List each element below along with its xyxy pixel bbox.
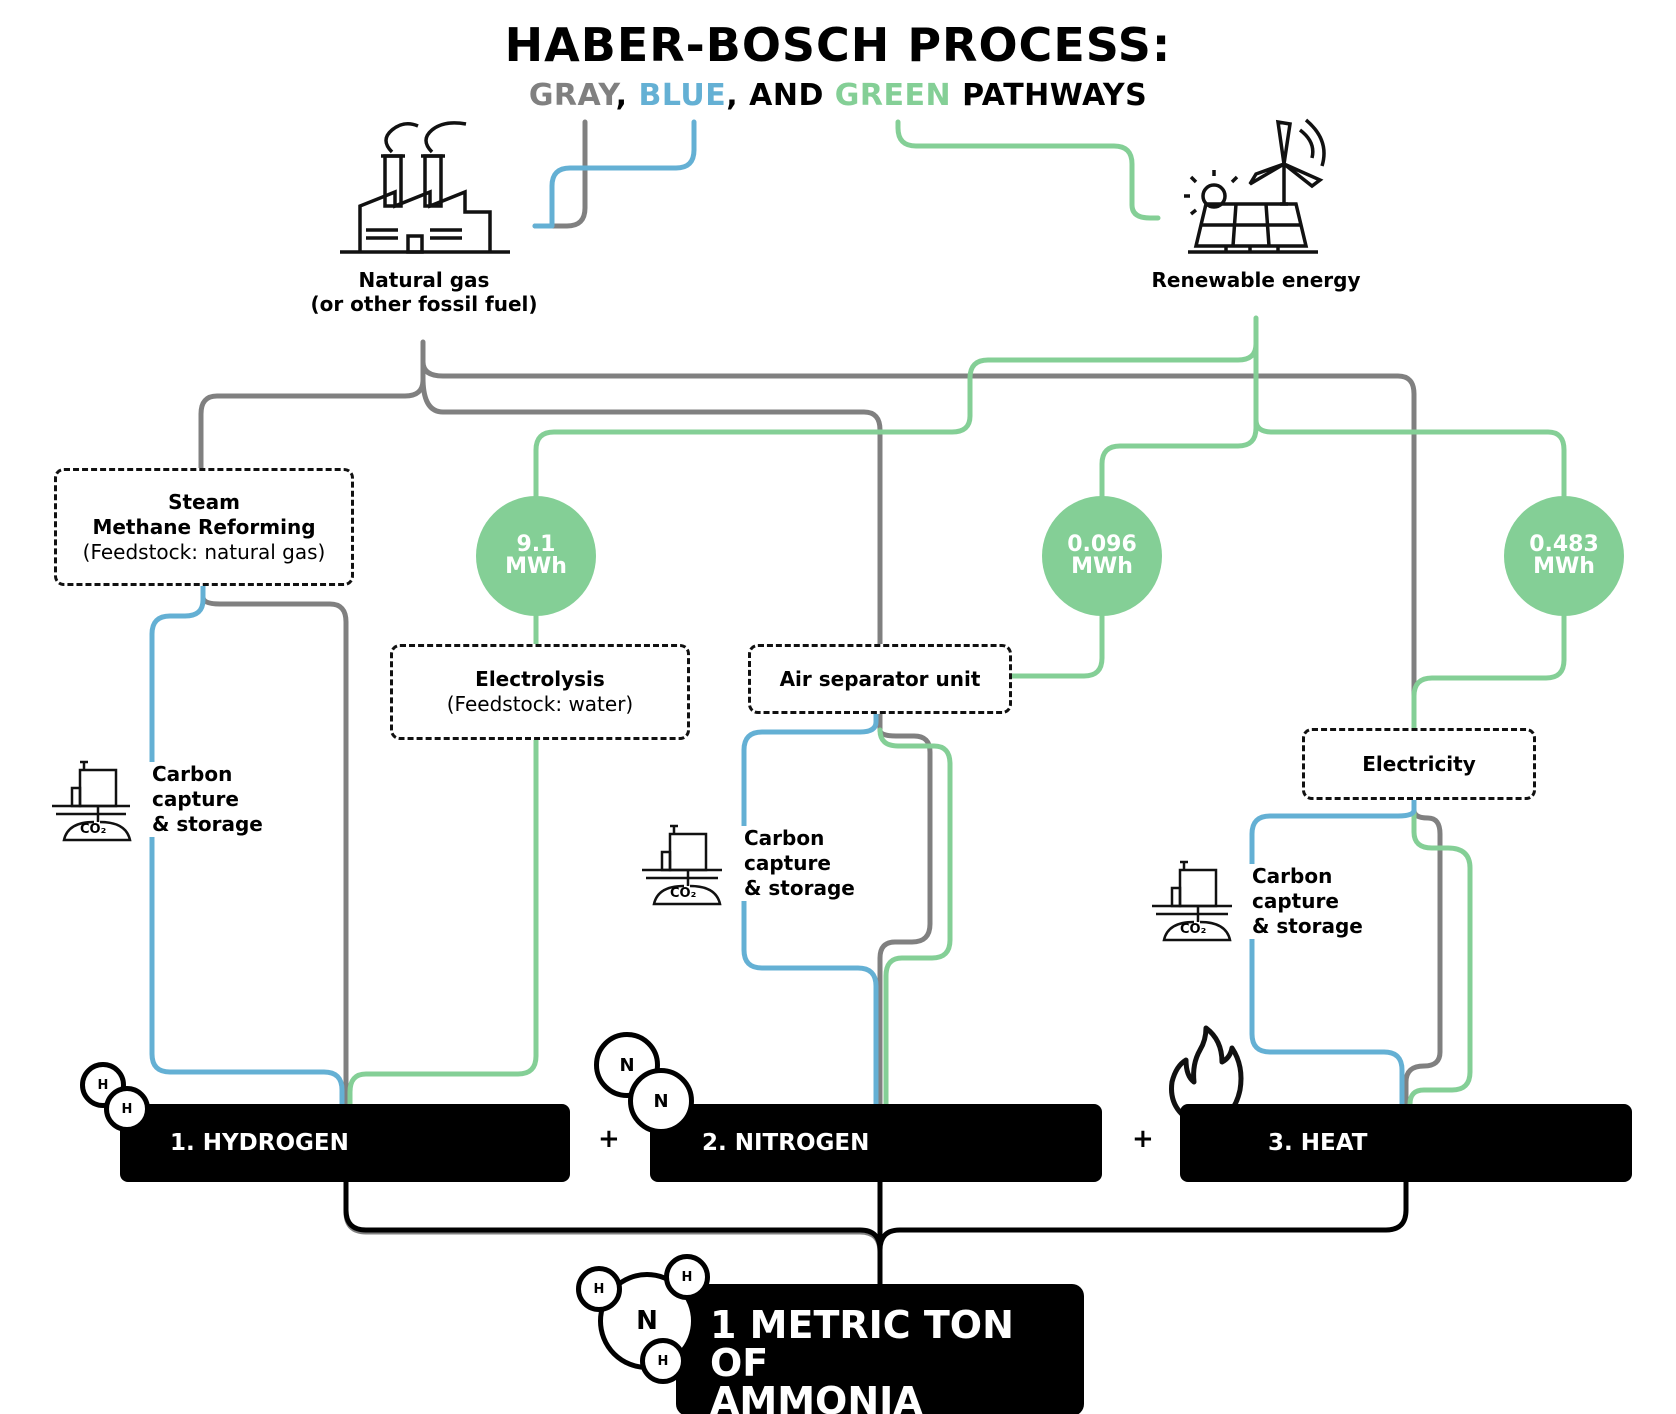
subtitle-blue: BLUE	[638, 78, 727, 113]
green-0483-to-elec	[1411, 613, 1567, 731]
black-sum-left	[343, 1177, 883, 1287]
co2-label-1: CO₂	[80, 822, 107, 837]
green-electrolysis-to-hydrogen	[347, 735, 539, 1107]
green-elec-to-heat	[1407, 797, 1473, 1107]
blue-asu-to-nitrogen	[741, 705, 879, 1107]
ccs-line2: capture	[152, 787, 239, 811]
ammonia-line2: AMMONIA	[710, 1379, 923, 1414]
blue-title-line	[532, 119, 697, 229]
ccs-line3: & storage	[744, 876, 855, 900]
natural-gas-line2: (or other fossil fuel)	[310, 292, 538, 316]
ccs-icon-3	[1152, 860, 1232, 942]
ccs-label-1: Carbon capture & storage	[148, 762, 267, 837]
ccs-line2: capture	[1252, 889, 1339, 913]
energy-value: 9.1	[516, 532, 556, 557]
green-renew-trunk	[533, 315, 1259, 503]
gray-to-heat-line	[420, 359, 1417, 731]
ccs-icon-2	[642, 824, 722, 906]
plus-sign-1: +	[598, 1124, 620, 1154]
ccs-icon-1	[52, 760, 132, 842]
flame-icon	[1169, 1025, 1244, 1127]
renewable-energy-label: Renewable energy	[1151, 268, 1361, 292]
gray-to-smr-line	[198, 339, 426, 471]
smr-line2: Methane Reforming	[92, 514, 316, 539]
gray-asu-to-nitrogen-line	[877, 707, 933, 1107]
h-atom: H	[576, 1266, 622, 1312]
hydrogen-bar: 1. HYDROGEN	[120, 1104, 570, 1182]
electrolysis-label: Electrolysis	[475, 667, 605, 691]
h-atom: H	[80, 1062, 126, 1108]
h-atom: H	[664, 1254, 710, 1300]
electricity-label: Electricity	[1362, 751, 1476, 776]
co2-label-3: CO₂	[1180, 922, 1207, 937]
green-asu-to-nitrogen	[877, 727, 953, 1107]
energy-unit: MWh	[1533, 554, 1595, 579]
energy-value: 0.483	[1529, 532, 1599, 557]
electricity-box: Electricity	[1302, 728, 1536, 800]
ccs-line1: Carbon	[152, 762, 233, 786]
ammonia-output-text: 1 METRIC TON OF AMMONIA	[710, 1306, 1084, 1414]
energy-unit: MWh	[505, 554, 567, 579]
gray-smr-to-hydrogen-line	[200, 582, 349, 1107]
subtitle-sep2: , AND	[726, 78, 835, 113]
page-subtitle: GRAY, BLUE, AND GREEN PATHWAYS	[0, 78, 1676, 113]
hydrogen-label: 1. HYDROGEN	[170, 1130, 349, 1156]
subtitle-gray: GRAY	[528, 78, 616, 113]
energy-circle-asu: 0.096 MWh	[1042, 496, 1162, 616]
subtitle-sep1: ,	[615, 78, 639, 113]
smr-box: Steam Methane Reforming (Feedstock: natu…	[54, 468, 354, 586]
green-renew-to-asu	[1099, 337, 1259, 503]
ammonia-output-box: 1 METRIC TON OF AMMONIA	[676, 1284, 1084, 1414]
energy-value: 0.096	[1067, 532, 1137, 557]
natural-gas-line1: Natural gas	[358, 268, 490, 292]
h-atom: H	[104, 1086, 150, 1132]
ccs-label-3: Carbon capture & storage	[1248, 864, 1367, 939]
blue-smr-to-hydrogen	[149, 582, 345, 1107]
ammonia-line1: 1 METRIC TON OF	[710, 1303, 1014, 1385]
ccs-line1: Carbon	[1252, 864, 1333, 888]
ccs-line2: capture	[744, 851, 831, 875]
energy-circle-heat: 0.483 MWh	[1504, 496, 1624, 616]
page-title: HABER-BOSCH PROCESS:	[504, 18, 1172, 72]
energy-circle-electrolysis: 9.1 MWh	[476, 496, 596, 616]
plus-sign-2: +	[1132, 1124, 1154, 1154]
electrolysis-note: (Feedstock: water)	[446, 692, 634, 716]
asu-box: Air separator unit	[748, 644, 1012, 714]
gray-elec-to-heat-line	[1403, 793, 1443, 1107]
smr-line1: Steam	[168, 489, 240, 514]
nitrogen-bar: 2. NITROGEN	[650, 1104, 1102, 1182]
heat-bar: 3. HEAT	[1180, 1104, 1632, 1182]
gray-title-line	[532, 119, 588, 229]
ccs-line1: Carbon	[744, 826, 825, 850]
nitrogen-label: 2. NITROGEN	[702, 1130, 870, 1156]
green-title-line	[895, 119, 1161, 221]
ccs-line3: & storage	[1252, 914, 1363, 938]
green-renew-to-elec	[1253, 417, 1567, 503]
ccs-line3: & storage	[152, 812, 263, 836]
natural-gas-label: Natural gas (or other fossil fuel)	[300, 268, 548, 316]
ccs-label-2: Carbon capture & storage	[740, 826, 859, 901]
asu-label: Air separator unit	[779, 666, 981, 691]
h-atom: H	[640, 1338, 686, 1384]
heat-label: 3. HEAT	[1268, 1130, 1368, 1156]
energy-unit: MWh	[1071, 554, 1133, 579]
subtitle-end: PATHWAYS	[951, 78, 1148, 113]
black-sum-right	[877, 1177, 1409, 1287]
gray-to-asu-line	[420, 375, 883, 651]
green-0096-to-asu	[1003, 613, 1105, 679]
wind-solar-icon	[1184, 118, 1326, 254]
co2-label-2: CO₂	[670, 886, 697, 901]
factory-icon	[340, 121, 510, 254]
n-atom: N	[628, 1068, 694, 1134]
subtitle-green: GREEN	[834, 78, 952, 113]
blue-elec-to-heat	[1249, 797, 1417, 1107]
smr-note: (Feedstock: natural gas)	[82, 539, 326, 564]
electrolysis-box: Electrolysis (Feedstock: water)	[390, 644, 690, 740]
